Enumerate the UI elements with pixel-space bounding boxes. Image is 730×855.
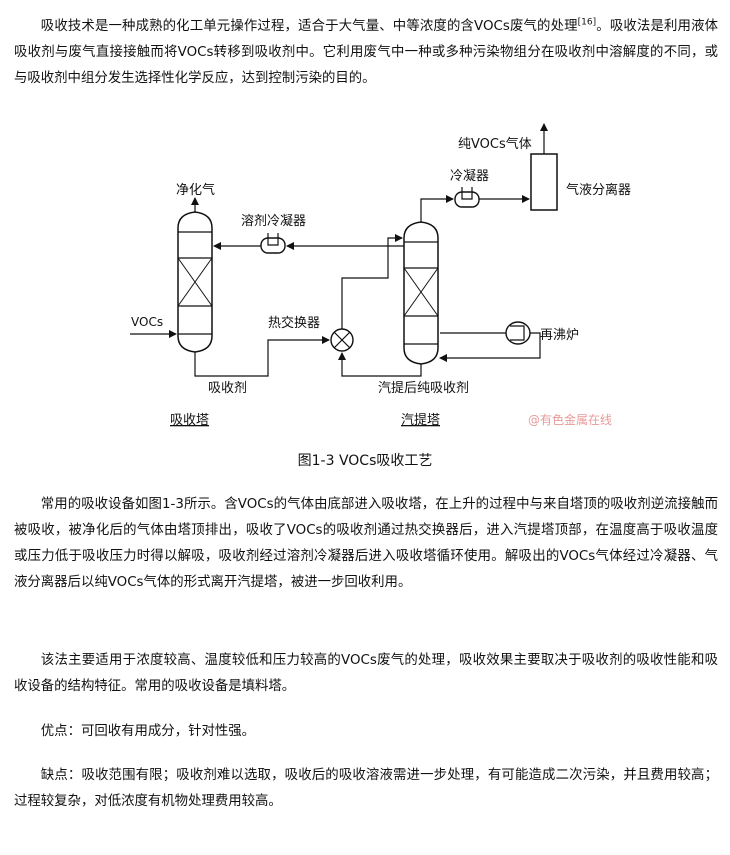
condenser-symbol bbox=[454, 187, 480, 208]
flow-lines bbox=[130, 123, 548, 377]
label-absorption-tower: 吸收塔 bbox=[170, 413, 209, 428]
paragraph-equipment: 常用的吸收设备如图1-3所示。含VOCs的气体由底部进入吸收塔，在上升的过程中与… bbox=[14, 497, 718, 590]
stripping-tower bbox=[403, 221, 439, 365]
watermark: @有色金属在线 bbox=[528, 412, 612, 427]
intro-paragraph: 吸收技术是一种成熟的化工单元操作过程，适合于大气量、中等浓度的含VOCs废气的处… bbox=[14, 17, 719, 86]
paragraph-advantages: 优点：可回收有用成分，针对性强。 bbox=[40, 724, 256, 739]
paragraph-application: 该法主要适用于浓度较高、温度较低和压力较高的VOCs废气的处理，吸收效果主要取决… bbox=[14, 653, 718, 694]
gas-liquid-separator bbox=[530, 153, 558, 211]
label-purified-gas: 净化气 bbox=[176, 182, 215, 198]
label-absorbent: 吸收剂 bbox=[208, 381, 247, 396]
label-condenser: 冷凝器 bbox=[450, 168, 489, 184]
solvent-condenser-symbol bbox=[260, 233, 286, 254]
paragraph-disadvantages: 缺点：吸收范围有限；吸收剂难以选取，吸收后的吸收溶液需进一步处理，有可能造成二次… bbox=[14, 768, 718, 809]
reboiler-symbol bbox=[505, 321, 531, 345]
absorption-tower bbox=[177, 211, 213, 353]
figure-caption: 图1-3 VOCs吸收工艺 bbox=[297, 453, 433, 469]
label-solvent-condenser: 溶剂冷凝器 bbox=[241, 213, 306, 229]
label-heat-exchanger: 热交换器 bbox=[268, 315, 320, 331]
label-stripped-absorbent: 汽提后纯吸收剂 bbox=[378, 380, 469, 396]
heat-exchanger-symbol bbox=[330, 328, 354, 352]
label-vocs-in: VOCs bbox=[131, 315, 163, 329]
label-reboiler: 再沸炉 bbox=[540, 328, 579, 343]
label-gas-liquid-separator: 气液分离器 bbox=[566, 182, 631, 198]
reference-mark: [16] bbox=[577, 17, 597, 28]
vocs-absorption-diagram: 净化气 VOCs 溶剂冷凝器 热交换器 吸收剂 吸收塔 汽提塔 纯VOCs气体 … bbox=[130, 123, 631, 428]
label-stripping-tower: 汽提塔 bbox=[401, 412, 440, 428]
label-pure-vocs: 纯VOCs气体 bbox=[458, 136, 532, 152]
